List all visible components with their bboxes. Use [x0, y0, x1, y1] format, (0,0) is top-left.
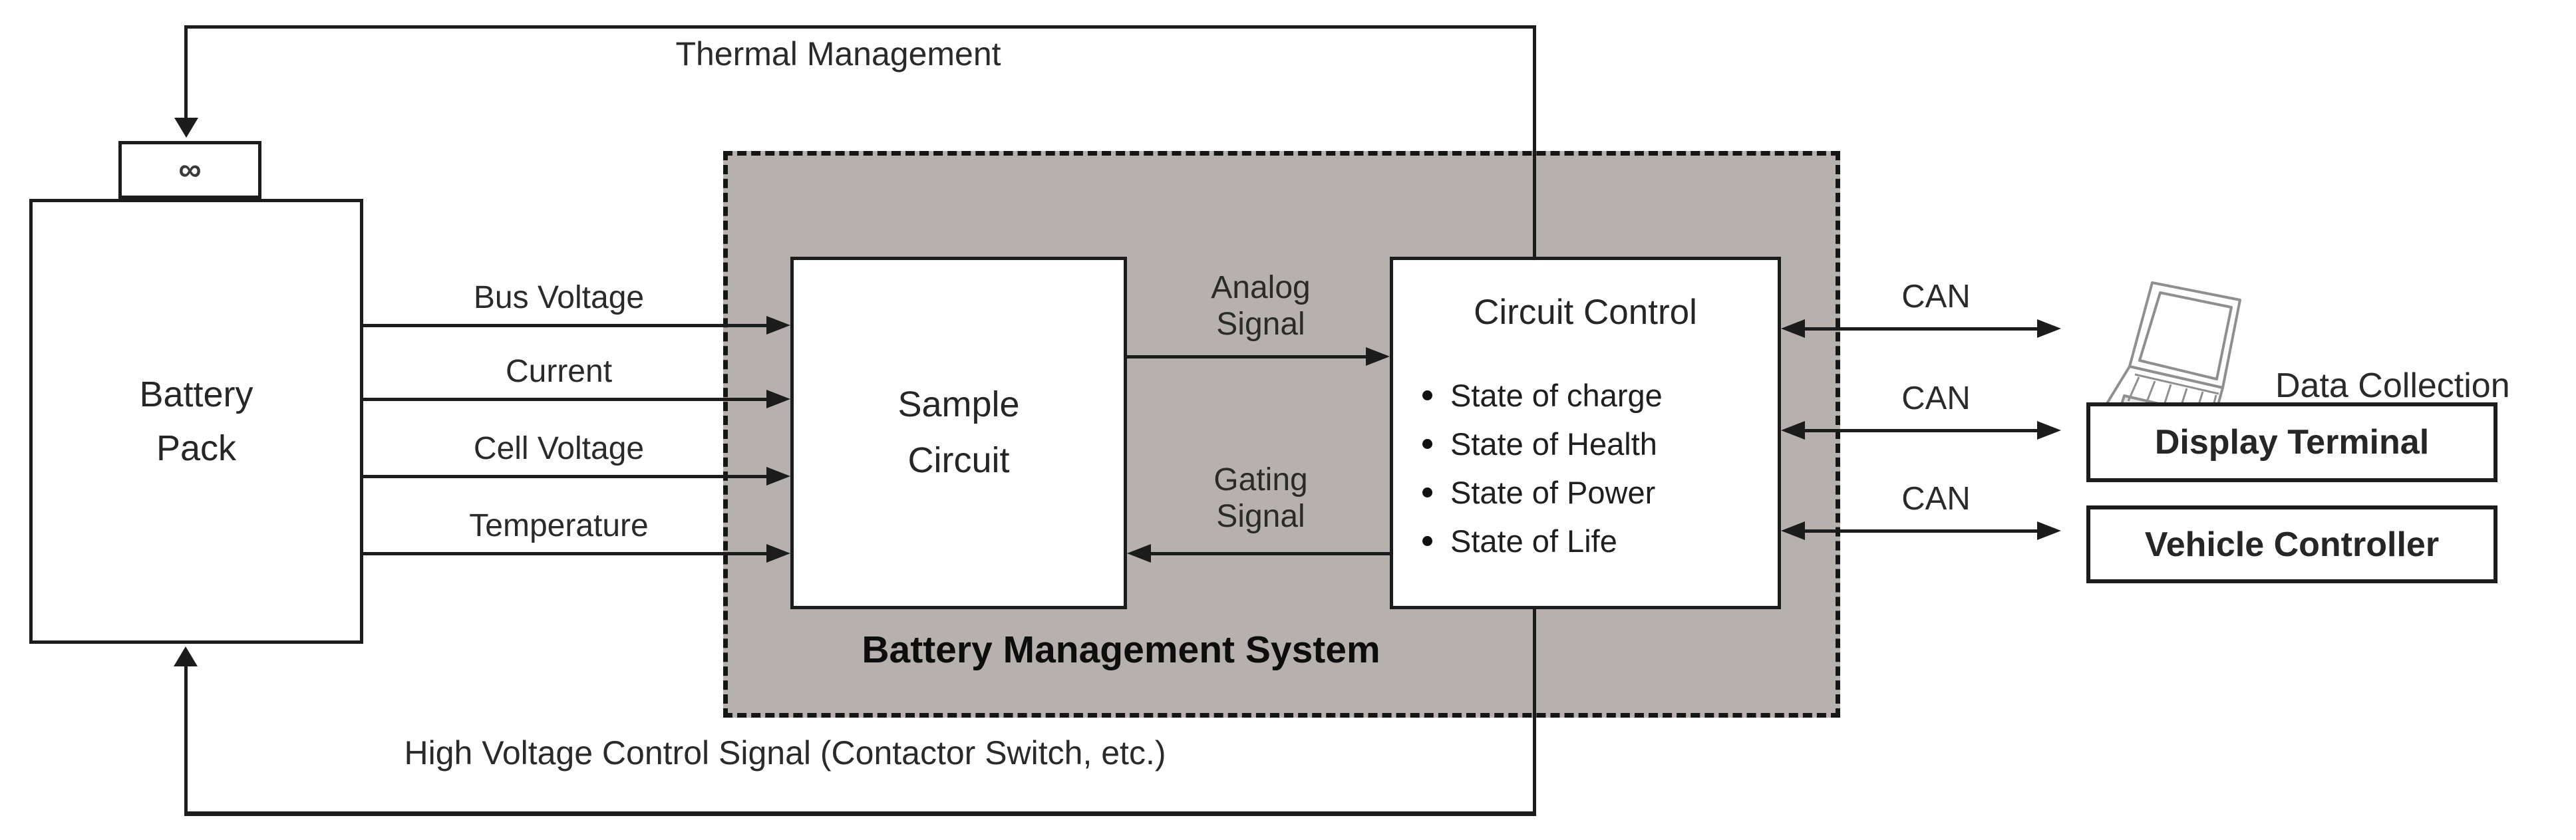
analog-signal-label: Analog Signal [1151, 269, 1370, 343]
hv-arrow-up-head [174, 646, 198, 666]
list-item-state-of-power: State of Power [1422, 474, 1663, 511]
display-terminal-label: Display Terminal [2154, 423, 2430, 462]
analog-signal-label-line2: Signal [1216, 307, 1305, 343]
can-line-1 [1805, 327, 2037, 331]
gating-signal-label-line1: Gating [1213, 462, 1308, 497]
list-item-label: State of Life [1450, 523, 1617, 559]
input-label-current: Current [505, 354, 613, 389]
bullet-icon [1422, 439, 1432, 449]
sample-circuit-label-line1: Sample [897, 384, 1020, 425]
data-collection-label: Data Collection [2275, 366, 2510, 405]
gating-signal-label-line2: Signal [1216, 499, 1305, 535]
thermal-line-right-vertical [1533, 25, 1536, 257]
list-item-label: State of Health [1450, 426, 1657, 462]
can-arrow-right-1 [2037, 319, 2061, 338]
gating-signal-line [1151, 552, 1390, 555]
bullet-icon [1422, 536, 1432, 546]
bullet-icon [1422, 488, 1432, 497]
gating-signal-arrow [1127, 544, 1151, 563]
input-line-bus-voltage [363, 324, 766, 327]
analog-signal-arrow [1366, 347, 1390, 366]
hv-line-bottom [184, 811, 1536, 816]
input-arrow-bus-voltage [766, 316, 790, 335]
battery-pack-box: Battery Pack [29, 199, 363, 644]
input-arrow-temperature [766, 544, 790, 563]
battery-pack-label-line2: Pack [156, 428, 237, 468]
can-label-2: CAN [1901, 380, 1971, 416]
input-label-cell-voltage: Cell Voltage [473, 431, 645, 466]
battery-pack-label-line1: Battery [139, 374, 253, 414]
can-line-3 [1805, 529, 2037, 533]
bms-region-label: Battery Management System [862, 629, 1380, 671]
list-item-label: State of Power [1450, 475, 1656, 510]
thermal-line-top [184, 25, 1536, 29]
input-line-cell-voltage [363, 475, 766, 478]
sample-circuit-label: Sample Circuit [897, 377, 1019, 488]
hv-line-right-vertical [1533, 609, 1536, 816]
vehicle-controller-box: Vehicle Controller [2086, 505, 2497, 583]
input-label-bus-voltage: Bus Voltage [473, 280, 645, 315]
can-arrow-right-2 [2037, 421, 2061, 440]
list-item-state-of-life: State of Life [1422, 523, 1663, 559]
gating-signal-label: Gating Signal [1151, 462, 1370, 535]
analog-signal-label-line1: Analog [1211, 270, 1311, 305]
can-arrow-right-3 [2037, 521, 2061, 540]
can-line-2 [1805, 429, 2037, 432]
display-terminal-box: Display Terminal [2086, 402, 2497, 482]
battery-pack-label: Battery Pack [139, 368, 253, 476]
input-arrow-cell-voltage [766, 467, 790, 486]
can-label-1: CAN [1901, 279, 1971, 315]
sample-circuit-box: Sample Circuit [790, 257, 1127, 609]
input-line-current [363, 398, 766, 401]
circuit-control-list: State of charge State of Health State of… [1422, 377, 1663, 559]
thermal-line-left-vertical [184, 25, 188, 122]
list-item-label: State of charge [1450, 378, 1663, 413]
list-item-state-of-health: State of Health [1422, 426, 1663, 462]
thermal-management-label: Thermal Management [675, 35, 1001, 72]
battery-terminal-box: ∞ [118, 141, 261, 199]
can-arrow-left-2 [1781, 421, 1805, 440]
thermal-arrow-down-head [174, 118, 198, 138]
circuit-control-box: Circuit Control State of charge State of… [1390, 257, 1781, 609]
input-label-temperature: Temperature [469, 508, 649, 543]
battery-terminal-icon: ∞ [178, 152, 202, 188]
high-voltage-control-label: High Voltage Control Signal (Contactor S… [404, 734, 1166, 771]
circuit-control-title: Circuit Control [1474, 293, 1697, 332]
can-arrow-left-3 [1781, 521, 1805, 540]
analog-signal-line [1127, 355, 1366, 358]
can-label-3: CAN [1901, 481, 1971, 517]
bullet-icon [1422, 390, 1432, 400]
input-line-temperature [363, 552, 766, 555]
input-arrow-current [766, 390, 790, 408]
hv-line-left-vertical [184, 655, 188, 811]
vehicle-controller-label: Vehicle Controller [2144, 525, 2440, 564]
sample-circuit-label-line2: Circuit [907, 440, 1010, 480]
can-arrow-left-1 [1781, 319, 1805, 338]
list-item-state-of-charge: State of charge [1422, 377, 1663, 414]
